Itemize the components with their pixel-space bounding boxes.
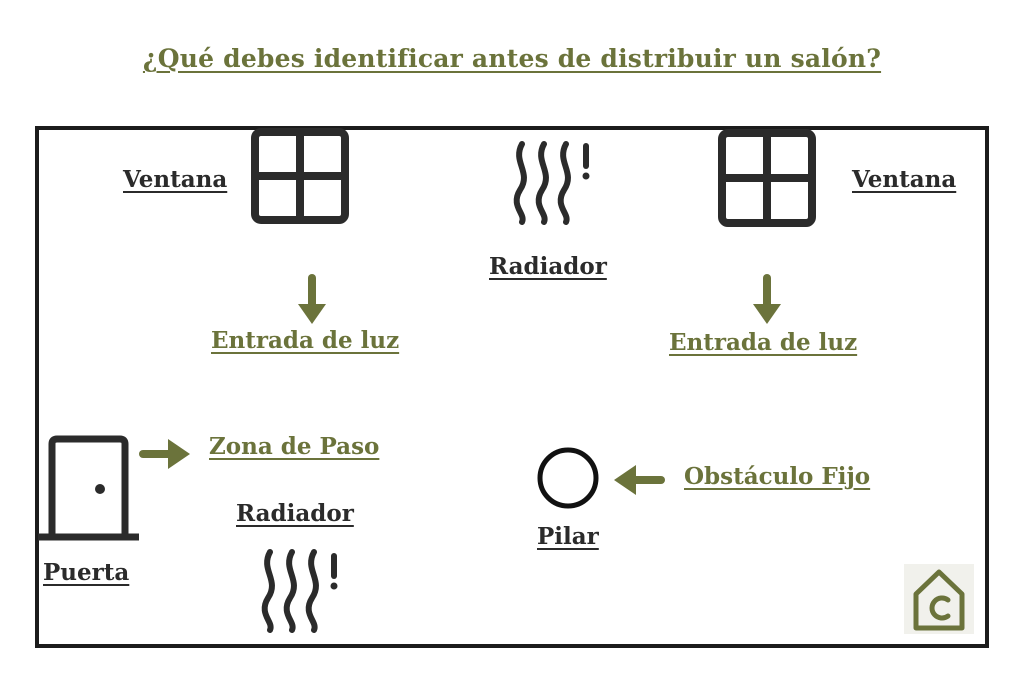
- passage-zone-label: Zona de Paso: [209, 433, 380, 460]
- fixed-obstacle-label: Obstáculo Fijo: [684, 463, 871, 490]
- arrow-down-icon: [298, 274, 326, 324]
- diagram-title: ¿Qué debes identificar antes de distribu…: [142, 44, 882, 73]
- door-icon: [38, 435, 139, 541]
- arrow-down-icon: [753, 274, 781, 324]
- house-logo-icon: [904, 564, 974, 634]
- arrow-right-icon: [139, 439, 190, 469]
- light-entry-left-label: Entrada de luz: [211, 327, 400, 354]
- radiator-icon: [261, 549, 338, 633]
- room-floorplan: [35, 126, 989, 648]
- radiator-icon: [513, 141, 590, 225]
- pillar-label: Pilar: [537, 523, 599, 550]
- window-icon: [718, 129, 816, 227]
- arrow-left-icon: [614, 465, 665, 495]
- window-icon: [251, 128, 349, 224]
- window-left-label: Ventana: [123, 166, 228, 193]
- window-right-label: Ventana: [852, 166, 957, 193]
- radiator-bottom-label: Radiador: [236, 500, 354, 527]
- light-entry-right-label: Entrada de luz: [669, 329, 858, 356]
- door-label: Puerta: [43, 559, 130, 586]
- radiator-top-label: Radiador: [489, 253, 607, 280]
- pillar-icon: [537, 447, 599, 509]
